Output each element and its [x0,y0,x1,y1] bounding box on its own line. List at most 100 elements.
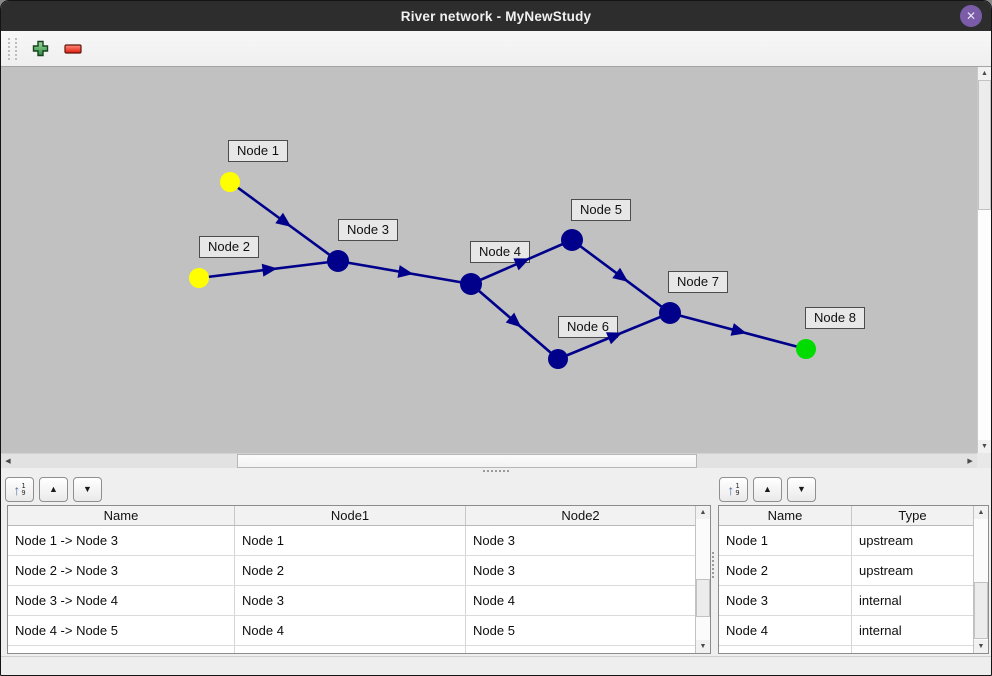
nodes-panel: ↑ 1 9 ▲ ▼ Name [715,474,991,656]
close-button[interactable]: ✕ [960,5,982,27]
scroll-up-icon[interactable]: ▲ [696,506,710,519]
flow-arrowhead-icon [513,258,530,271]
cell-node2: Node 5 [473,623,515,638]
cell-name: Node 2 -> Node 3 [8,556,235,585]
node-label-node-3: Node 3 [338,219,398,241]
nodes-table-scrollbar[interactable]: ▲ ▼ [973,506,988,653]
remove-node-button[interactable] [60,36,86,62]
column-header-name[interactable]: Name [8,506,235,525]
cell-node2: Node 4 [473,593,515,608]
red-minus-icon [64,43,82,54]
node-circle-node-2[interactable] [189,268,209,288]
nodes-tablebox: Name Type Node 1 upstream Node 2 upstrea… [718,505,989,654]
column-header-node2[interactable]: Node2 [561,508,600,523]
scroll-left-icon[interactable]: ◀ [5,458,11,465]
canvas-vscroll-track[interactable] [978,80,991,440]
node-label-node-5: Node 5 [571,199,631,221]
node-circle-node-4[interactable] [460,273,482,295]
splitter-grip-dots [712,552,714,578]
table-row[interactable]: Node 2 -> Node 3 Node 2 Node 3 [8,556,695,586]
node-label-node-2: Node 2 [199,236,259,258]
scroll-down-icon[interactable]: ▼ [974,640,988,653]
canvas-vscroll-thumb[interactable] [978,80,991,210]
table-row-partial [719,646,973,653]
scrollbar-corner [977,453,991,468]
nodes-toolbar: ↑ 1 9 ▲ ▼ [715,474,991,505]
flow-arrowhead-icon [397,265,414,278]
move-up-button[interactable]: ▲ [753,477,782,502]
table-row[interactable]: Node 4 -> Node 5 Node 4 Node 5 [8,616,695,646]
titlebar[interactable]: River network - MyNewStudy ✕ [1,1,991,31]
main-toolbar [1,31,991,67]
cell-type: upstream [859,533,914,548]
scroll-up-icon[interactable]: ▲ [974,506,988,519]
reaches-scroll-thumb[interactable] [696,579,710,617]
add-node-button[interactable] [27,36,53,62]
cell-type: internal [859,623,902,638]
green-plus-icon [32,40,48,57]
splitter-grip-dots [483,470,509,472]
horizontal-splitter[interactable] [1,468,991,474]
flow-arrowhead-icon [261,263,278,277]
node-circle-node-1[interactable] [220,172,240,192]
sort-nodes-button[interactable]: ↑ 1 9 [719,477,748,502]
nodes-scroll-track[interactable] [974,519,988,640]
canvas-horizontal-scrollbar[interactable]: ◀ ▶ [1,453,978,468]
cell-name: Node 3 [719,586,852,615]
vertical-splitter[interactable] [711,474,715,656]
node-circle-node-5[interactable] [561,229,583,251]
scroll-down-icon[interactable]: ▼ [978,440,991,453]
toolbar-grip-handle[interactable] [8,37,17,60]
flow-arrowhead-icon [605,332,623,345]
cell-name: Node 4 -> Node 5 [8,616,235,645]
move-up-button[interactable]: ▲ [39,477,68,502]
up-triangle-icon: ▲ [763,484,772,494]
node-circle-node-8[interactable] [796,339,816,359]
sort-reaches-button[interactable]: ↑ 1 9 [5,477,34,502]
reaches-table-header: Name Node1 Node2 [8,506,695,526]
node-circle-node-6[interactable] [548,349,568,369]
flow-arrowhead-icon [612,267,629,282]
canvas-hscroll-thumb[interactable] [237,454,697,468]
column-header-name[interactable]: Name [719,506,852,525]
table-row[interactable]: Node 2 upstream [719,556,973,586]
cell-name: Node 3 -> Node 4 [8,586,235,615]
reaches-toolbar: ↑ 1 9 ▲ ▼ [1,474,711,505]
column-header-node1[interactable]: Node1 [235,506,466,525]
nodes-table: Name Type Node 1 upstream Node 2 upstrea… [719,506,973,653]
bottom-panels: ↑ 1 9 ▲ ▼ Name [1,474,991,656]
cell-name: Node 1 [719,526,852,555]
reaches-table-scrollbar[interactable]: ▲ ▼ [695,506,710,653]
table-row[interactable]: Node 3 -> Node 4 Node 3 Node 4 [8,586,695,616]
cell-node1: Node 1 [235,526,466,555]
close-icon: ✕ [965,9,977,23]
column-header-type[interactable]: Type [898,508,927,523]
table-row[interactable]: Node 4 internal [719,616,973,646]
cell-name: Node 1 -> Node 3 [8,526,235,555]
node-circle-node-7[interactable] [659,302,681,324]
cell-node2: Node 3 [473,533,515,548]
scroll-up-icon[interactable]: ▲ [978,67,991,80]
node-circle-node-3[interactable] [327,250,349,272]
cell-node1: Node 2 [235,556,466,585]
scroll-down-icon[interactable]: ▼ [696,640,710,653]
sort-ascending-icon: ↑ 1 9 [727,481,740,498]
cell-node2: Node 3 [473,563,515,578]
move-down-button[interactable]: ▼ [73,477,102,502]
nodes-scroll-thumb[interactable] [974,582,988,639]
down-triangle-icon: ▼ [83,484,92,494]
table-row[interactable]: Node 1 upstream [719,526,973,556]
table-row[interactable]: Node 3 internal [719,586,973,616]
table-row[interactable]: Node 1 -> Node 3 Node 1 Node 3 [8,526,695,556]
move-down-button[interactable]: ▼ [787,477,816,502]
scroll-right-icon[interactable]: ▶ [967,458,973,465]
canvas-vertical-scrollbar[interactable]: ▲ ▼ [977,67,991,453]
node-label-node-1: Node 1 [228,140,288,162]
window-title: River network - MyNewStudy [400,8,592,24]
reaches-scroll-track[interactable] [696,519,710,640]
cell-node1: Node 3 [235,586,466,615]
reaches-panel: ↑ 1 9 ▲ ▼ Name [1,474,711,656]
down-triangle-icon: ▼ [797,484,806,494]
